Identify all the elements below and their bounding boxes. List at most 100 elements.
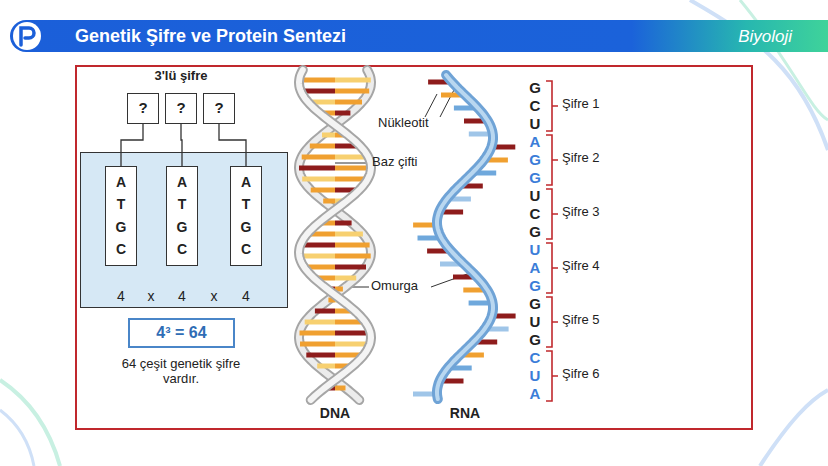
- rna-backbone: [437, 75, 493, 399]
- question-mark: ?: [176, 100, 185, 117]
- count-factor: 4: [172, 289, 192, 304]
- rna-base-letter: C: [527, 349, 543, 366]
- rna-base-letter: G: [527, 331, 543, 348]
- base-letter: C: [116, 242, 126, 257]
- base-letter: G: [116, 220, 127, 235]
- deco-curve: [0, 410, 34, 466]
- base-options-box: 4x4x4ATGCATGCATGC: [80, 152, 288, 308]
- codon-label: Şifre 2: [562, 151, 622, 166]
- base-pair: [335, 221, 352, 226]
- rna-base-letter: G: [527, 151, 543, 168]
- deco-curve: [760, 390, 828, 466]
- rna-base-letter: G: [527, 277, 543, 294]
- codon-label: Şifre 6: [562, 367, 622, 382]
- note-text: 64 çeşit genetik şifre vardır.: [112, 357, 250, 387]
- deco-curve: [740, 0, 828, 120]
- deco-curve: [0, 380, 60, 466]
- codon-bracket: [546, 351, 558, 401]
- rna-base-letter: G: [527, 223, 543, 240]
- count-factor: 4: [111, 289, 131, 304]
- base-pair: [335, 276, 356, 281]
- base-pair: [322, 133, 335, 138]
- base-letter: T: [178, 197, 187, 212]
- count-factor: x: [141, 289, 161, 304]
- base-pair: [302, 155, 335, 160]
- base-letter: G: [177, 220, 188, 235]
- result-formula: 4³ = 64: [156, 324, 206, 342]
- rna-base-letter: U: [527, 187, 543, 204]
- codon-label: Şifre 3: [562, 205, 622, 220]
- rna-base-letter: U: [527, 115, 543, 132]
- base-letter: T: [242, 197, 251, 212]
- part-label: Baz çifti: [372, 155, 438, 170]
- base-pair: [335, 89, 369, 94]
- base-pair: [300, 342, 335, 347]
- logo-circle: [13, 22, 41, 50]
- base-letter: C: [177, 242, 187, 257]
- codon-label: Şifre 4: [562, 259, 622, 274]
- codon-bracket: [546, 189, 558, 239]
- rna-base-letter: C: [527, 97, 543, 114]
- question-mark: ?: [214, 100, 223, 117]
- base-letter: T: [117, 197, 126, 212]
- unknown-box: ?: [127, 93, 159, 124]
- rna-base-letter: A: [527, 385, 543, 402]
- part-label: Nükleotit: [378, 116, 444, 131]
- rna-base-letter: G: [527, 169, 543, 186]
- count-factor: 4: [236, 289, 256, 304]
- base-pair: [335, 232, 363, 237]
- base-pair: [335, 265, 366, 270]
- base-pair: [315, 309, 335, 314]
- base-pair: [302, 177, 335, 182]
- base-pair: [335, 111, 350, 116]
- dna-backbone: [299, 70, 371, 400]
- codon-bracket: [546, 297, 558, 347]
- base-pair: [335, 254, 371, 259]
- rna-base-letter: U: [527, 367, 543, 384]
- rna-base-letter: G: [527, 79, 543, 96]
- base-pair: [335, 100, 362, 105]
- unknown-box: ?: [165, 93, 197, 124]
- base-pair: [335, 243, 370, 248]
- section-heading: 3'lü şifre: [120, 69, 242, 84]
- base-column: ATGC: [166, 166, 198, 266]
- rna-base-letter: C: [527, 205, 543, 222]
- base-letter: C: [241, 242, 251, 257]
- base-pair: [299, 166, 335, 171]
- base-pair: [300, 331, 336, 336]
- leader-line: [425, 94, 437, 117]
- base-pair: [310, 144, 335, 149]
- logo-mark: [21, 28, 34, 45]
- part-label: Omurga: [371, 279, 431, 294]
- base-pair: [335, 386, 346, 391]
- unknown-box: ?: [203, 93, 235, 124]
- rna-base-letter: A: [527, 259, 543, 276]
- base-letter: A: [241, 175, 251, 190]
- base-column: ATGC: [105, 166, 137, 266]
- base-pair: [317, 364, 335, 369]
- base-pair: [323, 199, 335, 204]
- base-pair: [306, 353, 335, 358]
- slide-title: Genetik Şifre ve Protein Sentezi: [75, 26, 346, 47]
- base-pair: [311, 188, 335, 193]
- question-mark: ?: [138, 100, 147, 117]
- result-box: 4³ = 64: [128, 318, 235, 348]
- rna-backbone: [437, 75, 493, 399]
- rna-base-letter: A: [527, 133, 543, 150]
- base-column: ATGC: [230, 166, 262, 266]
- dna-backbone: [299, 70, 371, 400]
- base-letter: G: [241, 220, 252, 235]
- dna-backbone: [299, 70, 371, 400]
- rna-base-letter: U: [527, 241, 543, 258]
- molecule-label: RNA: [440, 405, 490, 421]
- rna-base-letter: G: [527, 295, 543, 312]
- base-letter: A: [116, 175, 126, 190]
- codon-label: Şifre 1: [562, 97, 622, 112]
- codon-bracket: [546, 243, 558, 293]
- base-letter: A: [177, 175, 187, 190]
- rna-base-letter: U: [527, 313, 543, 330]
- codon-bracket: [546, 135, 558, 185]
- base-pair: [305, 320, 335, 325]
- base-pair: [335, 166, 371, 171]
